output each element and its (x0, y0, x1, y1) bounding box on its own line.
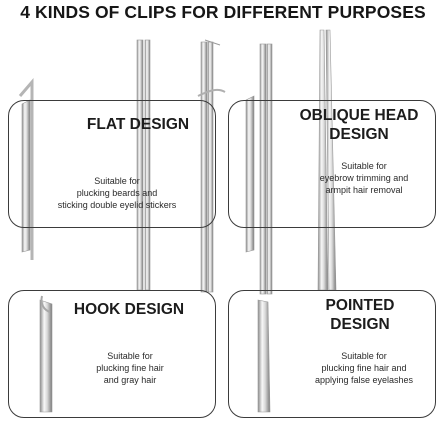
pointed-design-card (228, 290, 436, 418)
oblique-head-design-description: Suitable for eyebrow trimming and armpit… (319, 161, 409, 195)
hook-design-card (8, 290, 216, 418)
oblique-head-design-title: OBLIQUE HEAD DESIGN (299, 107, 419, 143)
flat-design-description: Suitable for plucking beards and stickin… (57, 176, 177, 210)
pointed-design-description: Suitable for plucking fine hair and appl… (314, 351, 414, 385)
oblique-tweezer-icon (200, 39, 221, 293)
flat-design-title: FLAT DESIGN (86, 116, 190, 133)
flat-design-card (8, 100, 216, 228)
oblique-head-design-card (228, 100, 436, 228)
hook-tweezer-icon (259, 43, 273, 295)
pointed-tweezer-icon (317, 29, 337, 291)
hook-design-title: HOOK DESIGN (73, 301, 185, 318)
pointed-design-title: POINTED DESIGN (325, 297, 395, 333)
hook-design-description: Suitable for plucking fine hair and gray… (96, 351, 164, 385)
page-headline: 4 KINDS OF CLIPS FOR DIFFERENT PURPOSES (20, 2, 426, 22)
